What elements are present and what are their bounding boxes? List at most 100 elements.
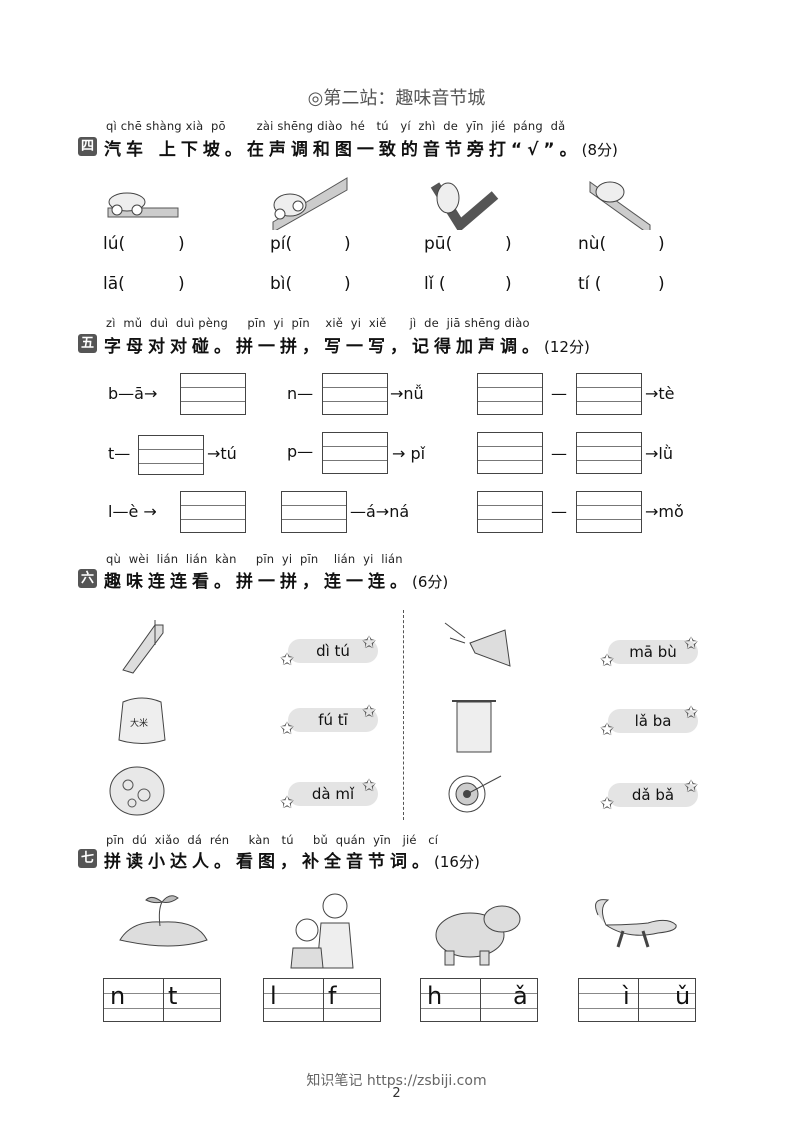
s5-label: p— [287,442,314,461]
star-icon: ✩ [684,703,699,723]
writing-box[interactable] [477,491,543,533]
star-icon: ✩ [280,793,295,813]
pinyin-card-db[interactable]: dǎ bǎ [608,783,698,807]
father-son-image [290,893,354,969]
star-icon: ✩ [280,650,295,670]
car-uphill-image [272,177,348,230]
s6-marker: 六 [78,569,97,588]
writing-box[interactable] [281,491,347,533]
option-ti[interactable]: tí ( [578,274,602,294]
s5-pinyin: zì mǔ duì duì pèng pīn yi pīn xiě yi xiě… [106,316,530,330]
star-icon: ✩ [684,777,699,797]
rice-bag-image: 大米 [118,697,166,744]
grid-letter: f [328,982,337,1010]
paren-close: ) [658,234,665,254]
star-icon: ✩ [362,633,377,653]
s7-points: (16分) [434,853,480,871]
paren-close: ) [178,274,185,294]
s5-label: — [551,444,567,463]
paren-close: ) [344,274,351,294]
s5-label: l—è → [108,502,157,521]
car-down-up-image [430,182,499,230]
grid-letter: n [110,982,126,1010]
car-flat-image [107,192,179,218]
writing-box[interactable] [477,373,543,415]
s7-heading: 拼读小达人。看图，补全音节词。(16分) [104,847,480,872]
s5-label: →lǜ [645,444,673,463]
s6-pinyin: qù wèi lián lián kàn pīn yi pīn lián yi … [106,552,403,566]
pinyin-card-ft[interactable]: fú tī [288,708,378,732]
paren-close: ) [505,234,512,254]
s4-points: (8分) [581,141,618,159]
s6-heading-text: 趣味连连看。拼一拼，连一连。 [104,572,412,592]
star-icon: ✩ [600,794,615,814]
paren-close: ) [505,274,512,294]
footer-watermark: 知识笔记 https://zsbiji.com [306,1073,487,1089]
star-icon: ✩ [362,702,377,722]
s5-label: →tè [645,384,675,403]
grid-letter: h [427,982,443,1010]
s5-heading: 字母对对碰。拼一拼，写一写，记得加声调。(12分) [104,332,590,357]
paren-close: ) [344,234,351,254]
grid-letter: ì [623,982,630,1010]
option-pi[interactable]: pí( [270,234,293,254]
s5-label: t— [108,444,131,463]
writing-box[interactable] [576,491,642,533]
s7-heading-text: 拼读小达人。看图，补全音节词。 [104,852,434,872]
pinyin-card-dt[interactable]: dì tú [288,639,378,663]
writing-box[interactable] [322,432,388,474]
loudspeaker-image [444,622,511,667]
s4-heading-text: 汽车 上下坡。在声调和图一致的音节旁打“√”。 [104,140,582,160]
star-icon: ✩ [600,720,615,740]
pinyin-card-dm[interactable]: dà mǐ [288,782,378,806]
hippo-image [435,905,521,966]
s5-points: (12分) [544,338,590,356]
grid-letter: l [270,982,277,1010]
paren-close: ) [658,274,665,294]
option-nu[interactable]: nù( [578,234,607,254]
writing-box[interactable] [180,491,246,533]
writing-box[interactable] [180,373,246,415]
grid-letter: ǎ [513,982,528,1010]
star-icon: ✩ [600,651,615,671]
option-la[interactable]: lā( [103,274,125,294]
s6-heading: 趣味连连看。拼一拼，连一连。(6分) [104,567,448,592]
grid-letter: ǔ [675,982,691,1010]
s5-label: — [551,384,567,403]
target-image [448,775,502,813]
option-lu[interactable]: lú( [103,234,126,254]
pinyin-card-mb[interactable]: mā bù [608,640,698,664]
s4-marker: 四 [78,137,97,156]
s5-label: b—ā→ [108,384,158,403]
writing-box[interactable] [322,373,388,415]
s5-heading-text: 字母对对碰。拼一拼，写一写，记得加声调。 [104,337,544,357]
soil-sprout-image [119,895,208,947]
gecko-image [595,899,677,948]
towel-image [452,700,496,753]
writing-box[interactable] [576,373,642,415]
writing-box[interactable] [477,432,543,474]
s5-label: →mǒ [645,502,684,521]
divider [403,610,404,820]
writing-box[interactable] [576,432,642,474]
page-title: ◎第二站：趣味音节城 [307,88,486,109]
s5-label: — [551,502,567,521]
pinyin-card-lb[interactable]: lǎ ba [608,709,698,733]
s5-label: —á→ná [350,502,410,521]
s5-label: →tú [207,444,237,463]
s7-pinyin: pīn dú xiǎo dá rén kàn tú bǔ quán yīn ji… [106,833,439,847]
writing-box[interactable] [138,435,204,475]
star-icon: ✩ [280,719,295,739]
option-bi[interactable]: bì( [270,274,293,294]
escalator-image [122,620,164,674]
s7-marker: 七 [78,849,97,868]
bag-label: 大米 [130,717,148,729]
grid-letter: t [168,982,178,1010]
option-li[interactable]: lǐ ( [424,274,446,294]
option-pu[interactable]: pū( [424,234,453,254]
